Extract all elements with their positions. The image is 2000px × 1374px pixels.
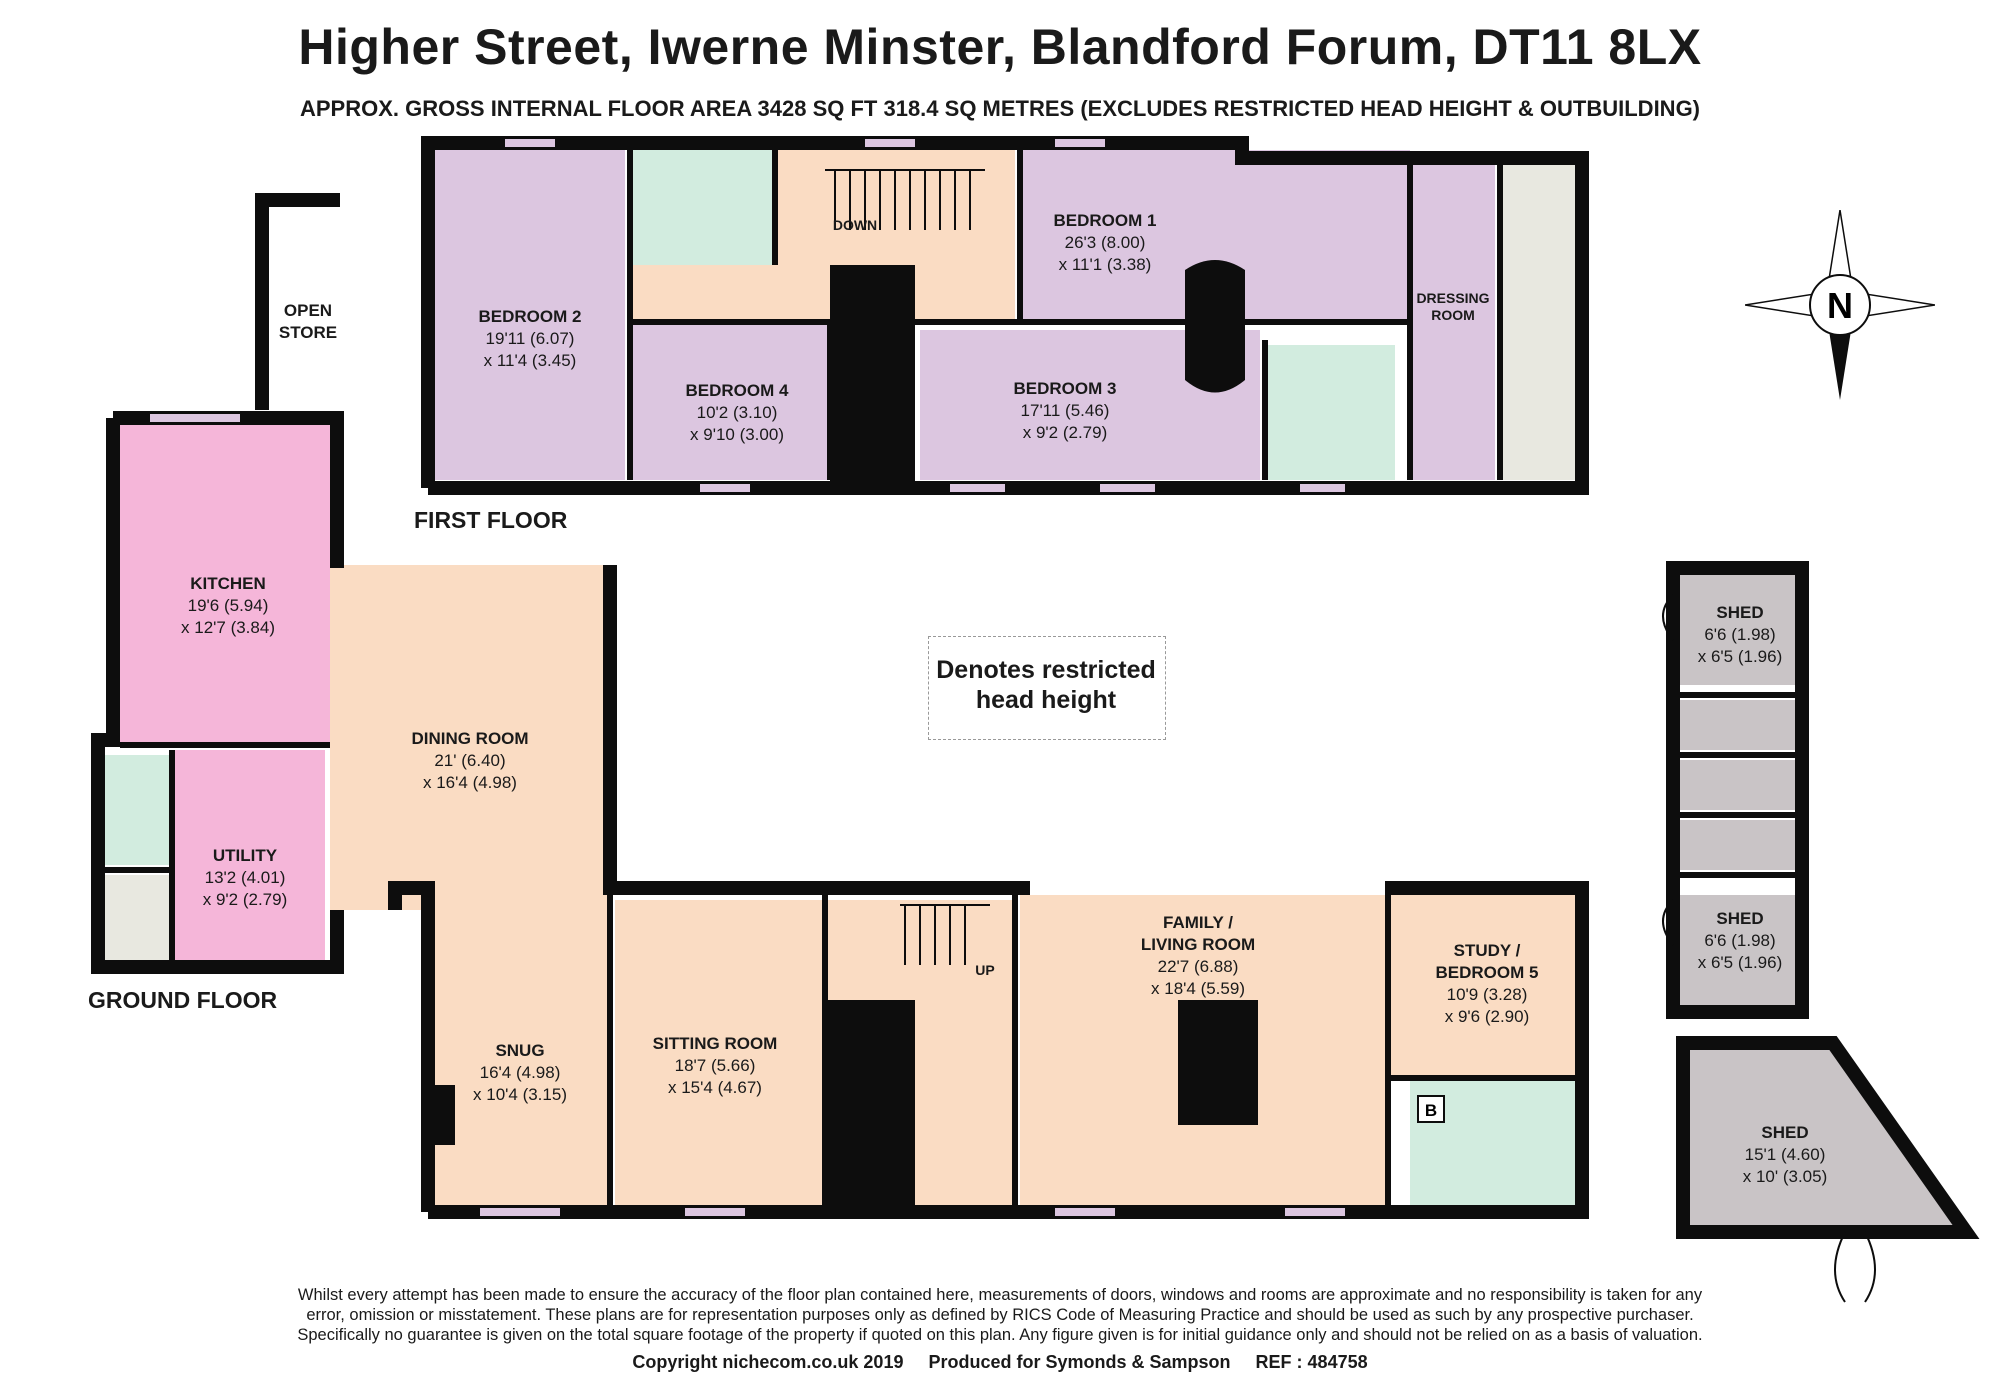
room-bedroom1: BEDROOM 1 26'3 (8.00) x 11'1 (3.38) xyxy=(1053,211,1157,274)
room-shed2: SHED 6'6 (1.98) x 6'5 (1.96) xyxy=(1697,909,1783,972)
floor-area-subtitle: APPROX. GROSS INTERNAL FLOOR AREA 3428 S… xyxy=(299,96,1701,121)
room-sitting: SITTING ROOM 18'7 (5.66) x 15'4 (4.67) xyxy=(652,1034,778,1097)
room-dressing: DRESSING ROOM xyxy=(1416,290,1490,323)
store-ground-fill xyxy=(105,875,170,960)
page-title: Higher Street, Iwerne Minster, Blandford… xyxy=(298,19,1702,75)
stairs xyxy=(825,169,990,965)
produced-for: Produced for Symonds & Sampson xyxy=(928,1352,1231,1372)
sitting-fill xyxy=(615,900,825,1205)
compass-n-label: N xyxy=(1827,285,1853,326)
wc-fill xyxy=(105,755,170,865)
walls xyxy=(91,136,1980,1239)
stair-void-ground xyxy=(825,1000,915,1210)
stairs-up-label: UP xyxy=(975,962,994,978)
first-floor-label: FIRST FLOOR xyxy=(414,507,568,533)
room-fills xyxy=(105,150,1960,1225)
room-study: STUDY / BEDROOM 5 10'9 (3.28) x 9'6 (2.9… xyxy=(1435,941,1539,1026)
stairs-first xyxy=(825,169,985,230)
ensuite-fill xyxy=(1265,345,1395,480)
stairs-ground xyxy=(900,904,990,965)
internal-walls xyxy=(105,150,1795,1205)
room-shed1: SHED 6'6 (1.98) x 6'5 (1.96) xyxy=(1697,603,1783,666)
island-block xyxy=(1178,1000,1258,1125)
outbuilding-doors xyxy=(1662,594,1876,1303)
snug-fill xyxy=(435,895,610,1205)
ground-floor-label: GROUND FLOOR xyxy=(88,987,278,1013)
room-dining: DINING ROOM 21' (6.40) x 16'4 (4.98) xyxy=(411,729,529,792)
dressing-fill xyxy=(1410,165,1495,480)
storage-first-fill xyxy=(1500,165,1575,480)
footer: Copyright nichecom.co.uk 2019 Produced f… xyxy=(0,1352,2000,1373)
copyright: Copyright nichecom.co.uk 2019 xyxy=(632,1352,904,1372)
stairs-down-label: DOWN xyxy=(833,217,877,233)
room-kitchen: KITCHEN 19'6 (5.94) x 12'7 (3.84) xyxy=(181,574,275,637)
solid-blocks xyxy=(435,260,1258,1210)
shed2-fill xyxy=(1680,895,1795,1005)
room-bedroom3: BEDROOM 3 17'11 (5.46) x 9'2 (2.79) xyxy=(1013,379,1117,442)
bedroom2-fill xyxy=(435,150,625,480)
north-compass-icon: N xyxy=(1745,210,1935,400)
bay3-fill xyxy=(1680,820,1795,870)
room-snug: SNUG 16'4 (4.98) x 10'4 (3.15) xyxy=(473,1041,567,1104)
room-bedroom4: BEDROOM 4 10'2 (3.10) x 9'10 (3.00) xyxy=(685,381,789,444)
bathroom-first-fill-b xyxy=(630,150,775,265)
utility-fill xyxy=(175,750,325,960)
restricted-height-note: Denotes restricted head height xyxy=(936,656,1156,714)
boiler-box: B xyxy=(1417,1095,1445,1123)
study-fill xyxy=(1390,895,1575,1075)
chimney-first xyxy=(1185,260,1245,393)
shed1-fill xyxy=(1680,575,1795,685)
room-family: FAMILY / LIVING ROOM 22'7 (6.88) x 18'4 … xyxy=(1140,913,1256,998)
windows xyxy=(150,139,1345,1216)
chimney-snug xyxy=(435,1085,455,1145)
kitchen-fill xyxy=(120,425,330,745)
open-store-label: OPEN STORE xyxy=(278,301,338,342)
bay2-fill xyxy=(1680,760,1795,810)
dining-fill xyxy=(330,565,610,910)
bay1-fill xyxy=(1680,700,1795,750)
boiler-label: B xyxy=(1425,1101,1437,1120)
reference: REF : 484758 xyxy=(1255,1352,1368,1372)
room-utility: UTILITY 13'2 (4.01) x 9'2 (2.79) xyxy=(202,846,288,909)
restricted-height-key xyxy=(928,636,1166,740)
room-bedroom2: BEDROOM 2 19'11 (6.07) x 11'4 (3.45) xyxy=(478,307,582,370)
room-shed3: SHED 15'1 (4.60) x 10' (3.05) xyxy=(1742,1123,1828,1186)
stair-void-first xyxy=(830,265,915,485)
shed3-fill xyxy=(1690,1050,1960,1225)
stair-text: DOWN UP xyxy=(833,217,995,978)
disclaimer: Whilst every attempt has been made to en… xyxy=(297,1286,1703,1344)
bedroom4-fill xyxy=(630,325,830,480)
